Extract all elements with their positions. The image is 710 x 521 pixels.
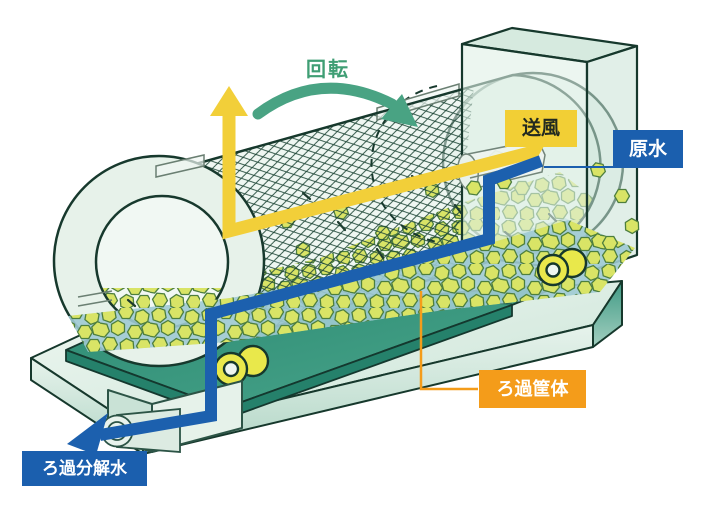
rotation-arrowhead-icon — [381, 94, 418, 127]
drum-fin-left — [155, 154, 205, 178]
housing-leader-line — [419, 291, 478, 391]
drum-roller-right — [536, 247, 588, 287]
rotation-arrow — [252, 82, 398, 120]
outflow-arrowhead-icon — [67, 413, 108, 455]
end-box-right — [585, 44, 639, 274]
rotation-label: 回転 — [306, 59, 350, 81]
air-pipe — [222, 114, 535, 240]
water-pipe — [98, 155, 544, 441]
base-right-face — [592, 280, 623, 348]
blower-label: 送風 — [505, 110, 577, 147]
drum-fin-small — [77, 290, 113, 307]
exhaust-up-arrow-icon — [210, 86, 248, 116]
drum-roller-left — [213, 344, 270, 387]
filter-housing-label: ろ過筐体 — [479, 370, 586, 408]
filtered-water-label: ろ過分解水 — [22, 451, 147, 486]
blower-label-tail — [526, 146, 544, 160]
raw-water-label: 原水 — [613, 130, 683, 168]
